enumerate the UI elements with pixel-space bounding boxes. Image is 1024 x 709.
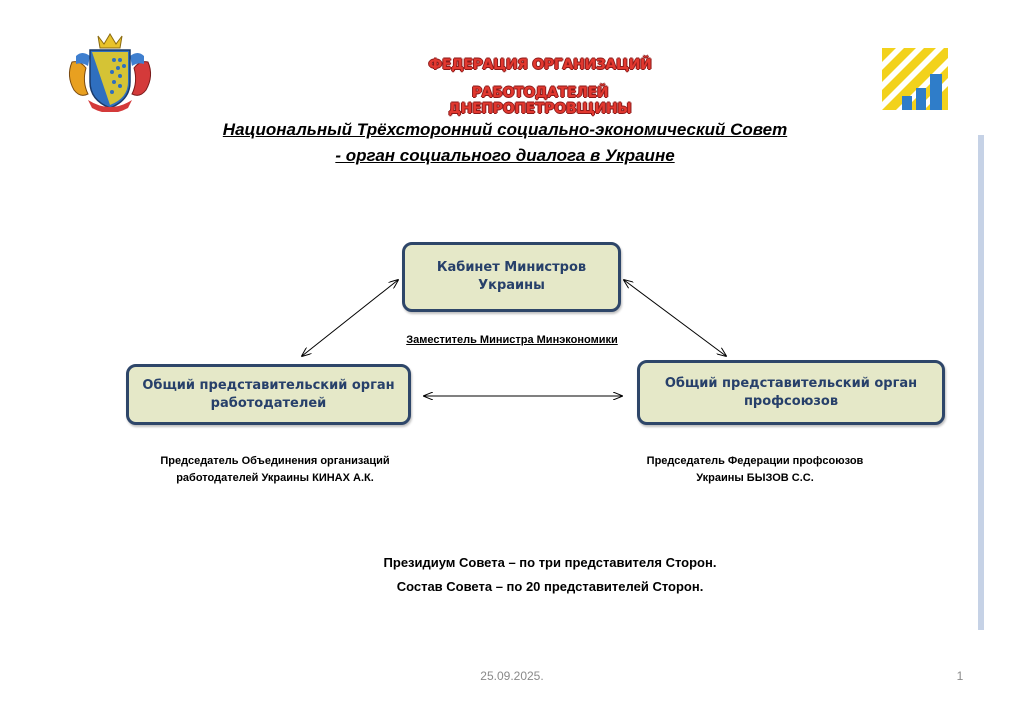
org-name-line2: РАБОТОДАТЕЛЕЙ ДНЕПРОПЕТРОВЩИНЫ <box>448 85 632 117</box>
org-name-line1: ФЕДЕРАЦИЯ ОРГАНИЗАЦИЙ <box>428 57 652 73</box>
arrow-cabinet-employers <box>302 280 398 356</box>
node-cabinet-of-ministers: Кабинет Министров Украины <box>402 242 621 312</box>
page-title-line2: - орган социального диалога в Украине <box>335 146 675 165</box>
caption-deputy-minister: Заместитель Министра Минэкономики <box>406 334 618 346</box>
note-presidium: Президиум Совета – по три представителя … <box>383 555 717 570</box>
federation-logo-icon <box>882 48 948 110</box>
note-composition: Состав Совета – по 20 представителей Сто… <box>396 579 704 594</box>
coat-of-arms-icon <box>62 32 158 113</box>
node-trade-unions-body: Общий представительский орган профсоюзов <box>637 360 945 425</box>
arrow-cabinet-unions <box>624 280 726 356</box>
caption-employers-chair-line1: Председатель Объединения организаций <box>160 455 390 467</box>
node-employers-body: Общий представительский орган работодате… <box>126 364 411 425</box>
side-divider <box>978 135 984 630</box>
caption-unions-chair: Председатель Федерации профсоюзов Украин… <box>610 453 900 487</box>
caption-unions-chair-line1: Председатель Федерации профсоюзов <box>646 455 864 467</box>
caption-employers-chair: Председатель Объединения организаций раб… <box>130 453 420 487</box>
page-number: 1 <box>956 669 964 683</box>
caption-unions-chair-line2: Украины БЫЗОВ С.С. <box>696 472 814 484</box>
footer-date: 25.09.2025. <box>480 669 544 683</box>
page-title-line1: Национальный Трёхсторонний социально-эко… <box>222 120 788 139</box>
caption-employers-chair-line2: работодателей Украины КИНАХ А.К. <box>176 472 374 484</box>
